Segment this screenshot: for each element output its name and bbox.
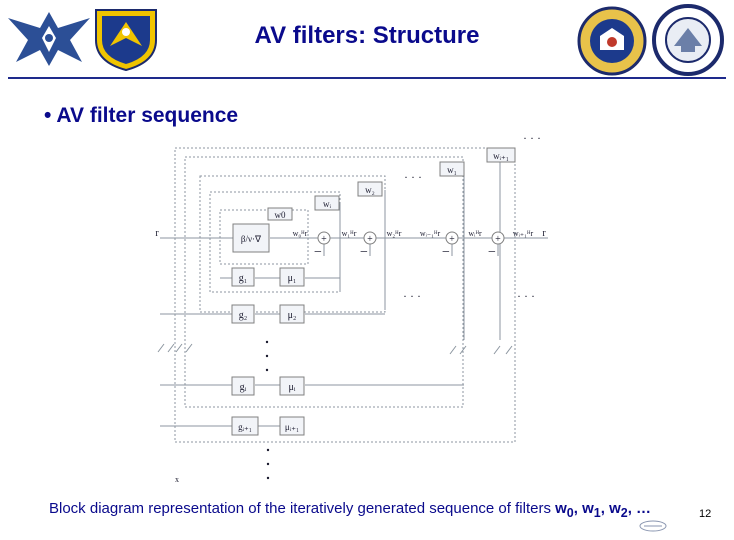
sum-junction-1 — [317, 231, 331, 245]
frame-outer — [174, 147, 516, 443]
figure-caption: Block diagram representation of the iter… — [49, 500, 651, 520]
university-seal-logo — [652, 4, 724, 76]
vertical-ellipsis — [265, 340, 269, 344]
output-label-1: w₁ᴴr — [342, 229, 357, 238]
label-g-i: gᵢ — [240, 382, 247, 393]
label-g-2: g₂ — [239, 310, 248, 321]
minus-sign: − — [442, 245, 450, 260]
air-force-logo — [8, 12, 90, 66]
ellipsis: · · · — [523, 136, 541, 145]
page-number: 12 — [699, 508, 712, 520]
plus-sign: + — [449, 234, 455, 245]
label-w-2: w₂ — [365, 185, 375, 195]
box-w-i — [314, 195, 340, 211]
box-g-i — [231, 376, 255, 396]
ellipsis: · · · — [403, 289, 421, 303]
box-w-i1 — [486, 147, 516, 163]
box-w-0 — [267, 207, 293, 221]
label-mu-i: μᵢ — [289, 382, 296, 393]
plus-sign: + — [321, 234, 327, 245]
output-r-label: r — [542, 228, 546, 239]
block-diagram: + + + + − − − − wᵢ₊₁ w₁ w₂ wᵢ w0 β/ν·∇ g… — [155, 136, 548, 484]
box-w-2 — [357, 181, 383, 197]
output-label-i: wᵢᴴr — [468, 229, 482, 238]
label-w-0: w0 — [275, 210, 286, 220]
output-label-0: w₀ᴴr — [293, 229, 308, 238]
caption-text: Block diagram representation of the iter… — [49, 500, 551, 517]
sum-junction-4 — [491, 231, 505, 245]
label-w-i: wᵢ — [323, 199, 331, 209]
plus-sign: + — [495, 234, 501, 245]
vertical-ellipsis — [266, 448, 270, 452]
box-gradient — [232, 223, 270, 253]
box-w-1 — [439, 161, 465, 177]
frame-stage-0 — [219, 209, 309, 265]
ellipsis: · · · — [404, 170, 422, 184]
box-g-2 — [231, 304, 255, 324]
output-label-2: w₂ᴴr — [387, 229, 402, 238]
title-divider — [8, 77, 726, 79]
label-mu-i1: μᵢ₊₁ — [285, 422, 299, 432]
afrl-shield-logo — [95, 9, 157, 72]
label-g-1: g₁ — [239, 273, 248, 284]
filter-w0: w0, — [555, 500, 578, 520]
frame-stage-i — [184, 156, 464, 408]
input-x-label: x — [175, 475, 179, 484]
minus-sign: − — [488, 245, 496, 260]
box-mu-i — [279, 376, 305, 396]
input-r-label: r — [155, 228, 159, 239]
sum-junction-2 — [363, 231, 377, 245]
plus-sign: + — [367, 234, 373, 245]
ellipsis: · · · — [517, 289, 535, 303]
box-g-i1 — [231, 416, 259, 436]
output-label-i-minus-1: wᵢ₋₁ᴴr — [420, 229, 441, 238]
usafa-seal-logo — [577, 6, 647, 76]
label-mu-1: μ₁ — [288, 273, 297, 284]
box-mu-i1 — [279, 416, 305, 436]
label-gradient: β/ν·∇ — [241, 234, 262, 244]
bullet-text: • AV filter sequence — [44, 104, 239, 127]
minus-sign: − — [360, 245, 368, 260]
filter-w2: w2, … — [609, 500, 652, 520]
sum-junction-3 — [445, 231, 459, 245]
minus-sign: − — [314, 245, 322, 260]
box-g-1 — [231, 267, 255, 287]
filter-w1: w1, — [582, 500, 605, 520]
output-label-i-plus-1: wᵢ₊₁ᴴr — [513, 229, 534, 238]
box-mu-2 — [279, 304, 305, 324]
label-mu-2: μ₂ — [288, 310, 297, 321]
label-w-1: w₁ — [447, 165, 457, 175]
slide-title: AV filters: Structure — [254, 22, 480, 49]
label-g-i1: gᵢ₊₁ — [238, 422, 252, 432]
label-w-i1: wᵢ₊₁ — [493, 151, 509, 161]
footer-logo — [639, 520, 667, 532]
box-mu-1 — [279, 267, 305, 287]
